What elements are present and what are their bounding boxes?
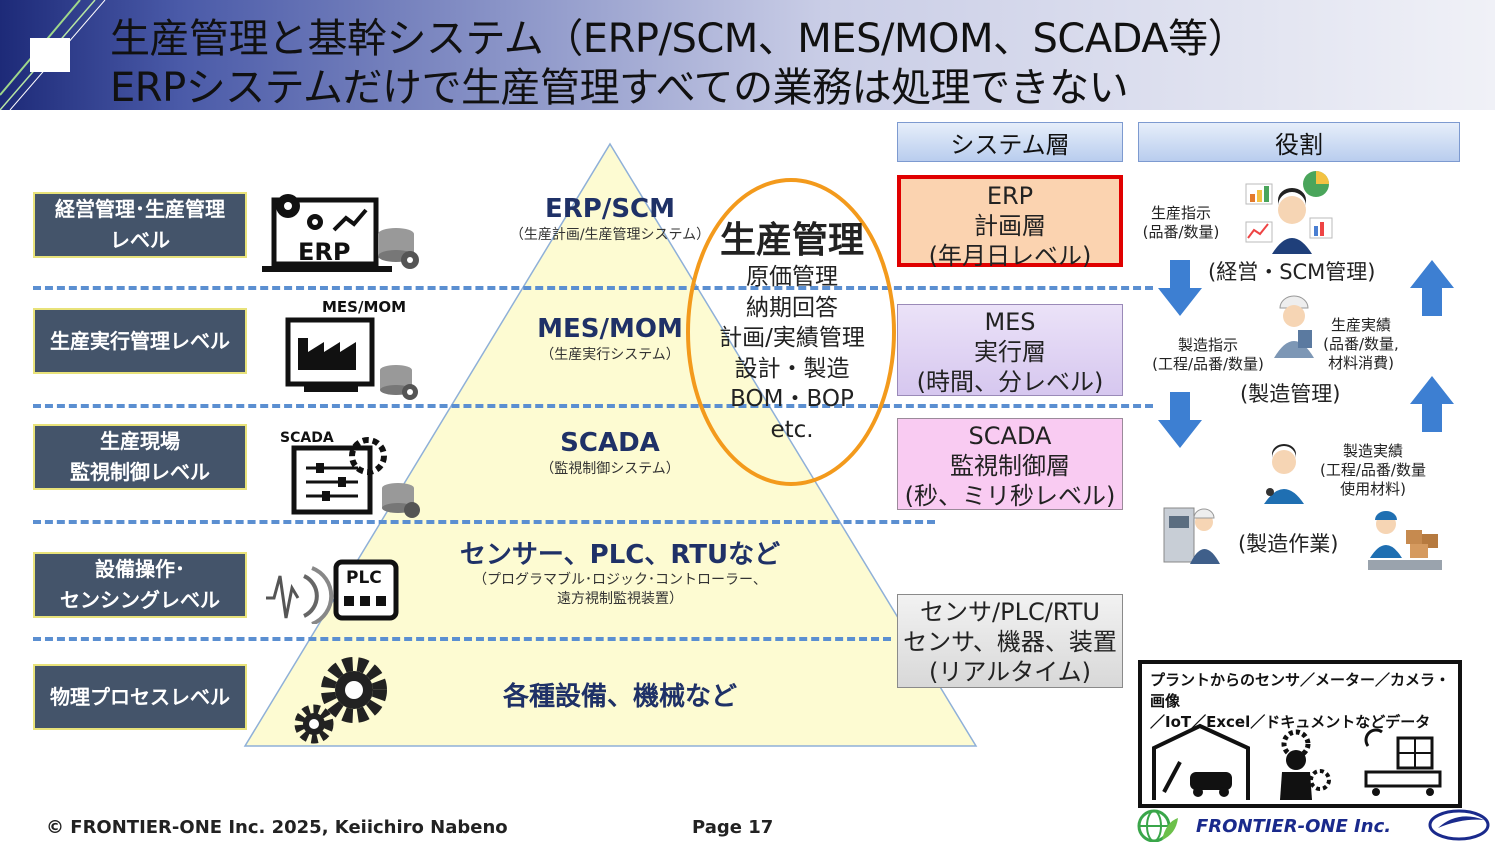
level-management: 経営管理･生産管理 レベル (33, 192, 247, 258)
level-monitoring: 生産現場 監視制御レベル (33, 424, 247, 490)
packing-worker-icon (1366, 508, 1444, 572)
level-physical: 物理プロセスレベル (33, 664, 247, 730)
scada-icon-label: SCADA (280, 430, 334, 446)
role-management: (経営・SCM管理) (1208, 260, 1376, 284)
pyramid-sensor-sub: （プログラマブル･ロジック･コントローラー、 遠方視制監視装置） (473, 572, 767, 607)
system-box-mes: MES 実行層 (時間、分レベル) (897, 304, 1123, 396)
title-line-1: 生産管理と基幹システム（ERP/SCM、MES/MOM、SCADA等） (110, 16, 1248, 62)
scada-panel-icon: SCADA (278, 428, 424, 522)
arrow-up-1-icon (1410, 260, 1454, 316)
gears-icon (292, 654, 392, 746)
level-execution: 生産実行管理レベル (33, 308, 247, 374)
role-manufacturing-instruction: 製造指示 (工程/品番/数量) (1152, 336, 1264, 373)
pyramid-layer-mes: MES/MOM （生産実行システム） (440, 314, 780, 364)
production-mgmt-ellipse (686, 178, 896, 486)
system-box-scada: SCADA 監視制御層 (秒、ミリ秒レベル) (897, 418, 1123, 510)
production-mgmt-item: BOM・BOP (730, 386, 854, 412)
production-mgmt-content: 生産管理 原価管理 納期回答 計画/実績管理 設計・製造 BOM・BOP etc… (700, 220, 884, 445)
role-manufacturing-work: (製造作業) (1238, 532, 1339, 556)
worker-with-clipboard-icon (1268, 294, 1318, 358)
footer-page-number: Page 17 (692, 817, 774, 838)
pyramid-layer-scada: SCADA （監視制御システム） (440, 428, 780, 478)
production-mgmt-title: 生産管理 (719, 220, 864, 261)
mes-icon-label: MES/MOM (322, 298, 407, 316)
separator-4 (33, 637, 891, 641)
pyramid-mes-sub: （生産実行システム） (540, 347, 680, 363)
role-manufacturing-results: 製造実績 (工程/品番/数量 使用材料) (1320, 442, 1426, 498)
arrow-down-1-icon (1158, 260, 1202, 316)
header-square (30, 38, 70, 72)
production-mgmt-item: 原価管理 (746, 264, 838, 290)
company-swoosh-logo-icon (1428, 809, 1490, 841)
plc-sensor-icon: PLC (264, 558, 400, 626)
role-production-results: 生産実績 (品番/数量, 材料消費) (1323, 316, 1399, 372)
pyramid-erp-title: ERP/SCM (544, 194, 675, 224)
column-header-system-layer: システム層 (897, 122, 1123, 162)
pyramid-layer-erp: ERP/SCM （生産計画/生産管理システム） (440, 194, 780, 244)
footer-company-name: FRONTIER-ONE Inc. (1196, 816, 1392, 837)
manager-person-icon (1242, 170, 1337, 255)
system-box-sensor: センサ/PLC/RTU センサ、機器、装置 (リアルタイム) (897, 594, 1123, 688)
pyramid-layer-equipment: 各種設備、機械など (420, 676, 820, 713)
footer-copyright: © FRONTIER-ONE Inc. 2025, Keiichiro Nabe… (46, 817, 508, 838)
plc-icon-label: PLC (346, 568, 382, 588)
operator-person-icon (1260, 440, 1310, 504)
pyramid-erp-sub: （生産計画/生産管理システム） (509, 227, 711, 243)
pyramid-layer-sensor: センサー、PLC、RTUなど （プログラマブル･ロジック･コントローラー、 遠方… (400, 534, 840, 609)
globe-leaf-logo-icon (1137, 809, 1178, 842)
column-header-role: 役割 (1138, 122, 1460, 162)
pyramid-sensor-title: センサー、PLC、RTUなど (459, 540, 781, 570)
title-line-2: ERPシステムだけで生産管理すべての業務は処理できない (110, 65, 1129, 111)
mes-factory-icon: MES/MOM (284, 298, 424, 404)
erp-icon-label: ERP (298, 238, 351, 266)
pyramid-scada-title: SCADA (560, 428, 660, 458)
pyramid-equipment-title: 各種設備、機械など (502, 682, 737, 712)
level-sensing: 設備操作･ センシングレベル (33, 552, 247, 618)
plant-data-text: プラントからのセンサ／メーター／カメラ・画像 ／IoT／Excel／ドキュメント… (1150, 671, 1451, 731)
separator-2 (33, 404, 1153, 408)
production-mgmt-item: 納期回答 (746, 294, 838, 321)
pyramid-mes-title: MES/MOM (537, 314, 683, 344)
system-box-erp: ERP 計画層 (年月日レベル) (897, 175, 1123, 270)
role-manufacturing-management: (製造管理) (1240, 382, 1341, 406)
separator-3 (33, 520, 935, 524)
production-mgmt-item: etc. (770, 416, 814, 443)
machine-operator-icon (1160, 502, 1222, 564)
slide-header (0, 0, 1495, 110)
pyramid-scada-sub: （監視制御システム） (540, 461, 680, 477)
plant-data-icons (1152, 723, 1442, 800)
arrow-down-2-icon (1158, 392, 1202, 448)
production-mgmt-item: 計画/実績管理 (719, 325, 865, 351)
role-production-instruction: 生産指示 (品番/数量) (1142, 204, 1220, 241)
separator-1 (33, 286, 1153, 290)
erp-monitor-icon: ERP (262, 188, 422, 278)
arrow-up-2-icon (1410, 376, 1454, 432)
plant-data-box: プラントからのセンサ／メーター／カメラ・画像 ／IoT／Excel／ドキュメント… (1138, 660, 1462, 808)
production-mgmt-item: 設計・製造 (734, 355, 850, 382)
